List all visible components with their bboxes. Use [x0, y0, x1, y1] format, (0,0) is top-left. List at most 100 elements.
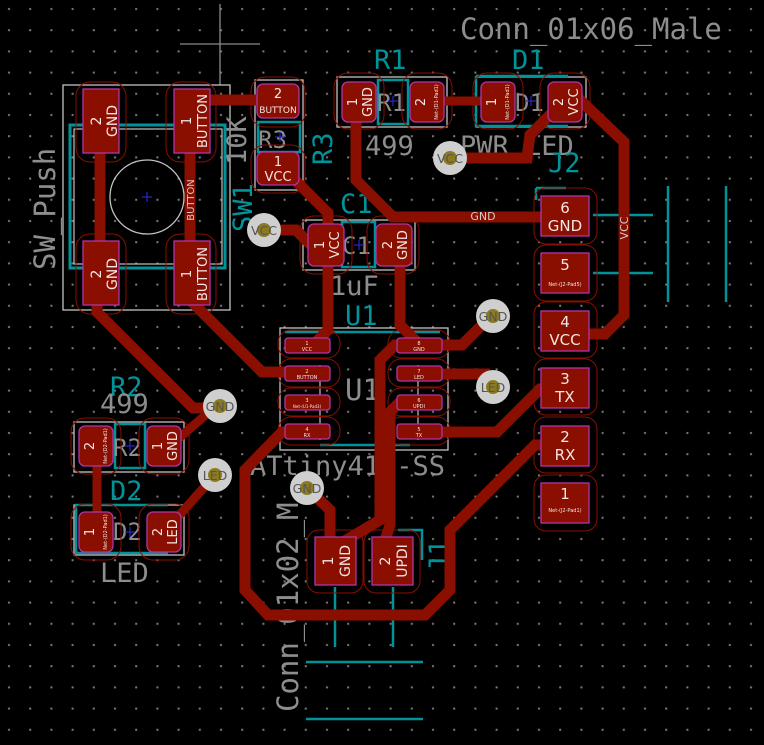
j2-pad[interactable]: 6 GND	[533, 187, 598, 245]
svg-text:1: 1	[560, 485, 570, 503]
svg-text:2LED: 2LED	[151, 519, 181, 544]
r1-center-label: R1	[377, 89, 406, 117]
svg-text:LED: LED	[481, 380, 506, 395]
svg-text:4: 4	[305, 427, 308, 433]
svg-text:TX: TX	[415, 433, 423, 439]
r2-value: 499	[100, 389, 149, 420]
u1-ref: U1	[345, 301, 378, 332]
svg-text:LED: LED	[203, 468, 228, 483]
j1-pad[interactable]: 1GND	[306, 529, 364, 594]
svg-text:2GND: 2GND	[381, 230, 411, 260]
d1-ref: D1	[512, 45, 545, 76]
j1-value: Conn_01x02_M	[271, 502, 306, 712]
u1-pad[interactable]: 7 LED	[387, 358, 451, 388]
u1-value: ATtiny412-SS	[250, 451, 445, 482]
c1-center-label: C1	[342, 232, 371, 260]
svg-text:1GND: 1GND	[151, 431, 181, 461]
cursor-crosshair	[180, 4, 260, 85]
svg-text:GND: GND	[206, 399, 235, 414]
svg-text:1GND: 1GND	[346, 87, 376, 117]
svg-text:3: 3	[305, 398, 308, 404]
svg-text:2GND: 2GND	[89, 105, 121, 137]
svg-text:GND: GND	[413, 347, 425, 353]
svg-text:Net-(J2-Pad1): Net-(J2-Pad1)	[548, 508, 581, 514]
sw1-pad[interactable]: 2GND	[75, 233, 127, 315]
r3-center-label: R3	[258, 126, 287, 154]
via[interactable]: GND	[476, 299, 510, 333]
svg-text:UPDI: UPDI	[413, 404, 425, 410]
svg-text:1BUTTON: 1BUTTON	[180, 247, 211, 301]
r3-pad[interactable]: 1 VCC	[250, 144, 306, 194]
svg-text:TX: TX	[554, 388, 574, 406]
r2-center-label: R2	[113, 434, 142, 462]
c1-pad[interactable]: 2GND	[366, 215, 420, 275]
svg-text:GND: GND	[479, 309, 508, 324]
r1-pad[interactable]: 1GND	[333, 72, 385, 130]
svg-text:1GND: 1GND	[321, 545, 354, 577]
j2-pad[interactable]: 1 Net-(J2-Pad1)	[533, 474, 598, 532]
u1-pad[interactable]: 5 TX	[387, 416, 451, 446]
r2-footprint[interactable]	[73, 421, 185, 473]
u1-pad[interactable]: 8 GND	[387, 329, 451, 359]
r2-pad[interactable]: 1GND	[138, 417, 190, 475]
d1-center-label: D1	[515, 89, 544, 117]
sw1-pad[interactable]: 2GND	[75, 81, 127, 163]
u1-pad[interactable]: 3 Net-(U1-Pad3)	[277, 387, 341, 417]
component-origin-markers	[125, 96, 536, 537]
via[interactable]: LED	[198, 458, 232, 492]
d2-ref: D2	[110, 476, 143, 507]
svg-text:VCC: VCC	[251, 223, 277, 238]
trace-label-vcc: VCC	[618, 216, 631, 239]
via[interactable]: GND	[290, 471, 324, 505]
svg-text:2: 2	[560, 428, 570, 446]
d2-value: LED	[100, 558, 149, 589]
via[interactable]: VCC	[433, 141, 467, 175]
j2-value: Conn_01x06_Male	[460, 12, 722, 47]
j2-pad[interactable]: 2 RX	[533, 416, 598, 474]
via[interactable]: GND	[203, 389, 237, 423]
svg-text:Net-(J2-Pad5): Net-(J2-Pad5)	[548, 282, 581, 288]
svg-text:6: 6	[417, 398, 420, 404]
svg-text:RX: RX	[304, 433, 311, 439]
u1-pad[interactable]: 2 BUTTON	[277, 358, 341, 388]
u1-pad[interactable]: 4 RX	[277, 416, 341, 446]
j1-pad[interactable]: 2UPDI	[363, 529, 421, 594]
r1-ref: R1	[374, 45, 407, 76]
svg-text:4: 4	[560, 313, 570, 331]
sw1-footprint[interactable]	[62, 84, 231, 311]
via[interactable]: VCC	[247, 213, 281, 247]
sw1-pad[interactable]: 1BUTTON	[165, 233, 217, 315]
j2-pad[interactable]: 4 VCC	[533, 301, 598, 359]
sw1-pad[interactable]: 1BUTTON	[165, 81, 217, 163]
c1-value: 1uF	[330, 271, 379, 302]
d1-pad[interactable]: 2VCC	[539, 72, 591, 130]
c1-pad[interactable]: 1VCC	[299, 215, 353, 275]
svg-text:6: 6	[560, 199, 570, 217]
svg-text:2: 2	[274, 87, 282, 102]
d2-pad[interactable]: 2LED	[138, 503, 190, 561]
trace-label-gnd: GND	[470, 210, 495, 223]
r3-value: 10K	[222, 115, 253, 165]
u1-pad[interactable]: 6 UPDI	[387, 387, 451, 417]
r3-pad[interactable]: 2 BUTTON	[250, 76, 306, 128]
j2-pad[interactable]: 5 Net-(J2-Pad5)	[533, 244, 598, 302]
svg-text:Net-(U1-Pad3): Net-(U1-Pad3)	[293, 404, 322, 409]
via[interactable]: LED	[476, 370, 510, 404]
j2-pad[interactable]: 3 TX	[533, 358, 598, 416]
u1-pad[interactable]: 1 VCC	[277, 329, 341, 359]
svg-text:1: 1	[305, 341, 308, 347]
u1-center-label: U1	[345, 373, 380, 407]
j1-footprint[interactable]	[306, 528, 424, 721]
j2-footprint[interactable]	[534, 186, 728, 302]
d2-footprint[interactable]	[73, 503, 185, 556]
svg-text:1VCC: 1VCC	[313, 231, 343, 258]
